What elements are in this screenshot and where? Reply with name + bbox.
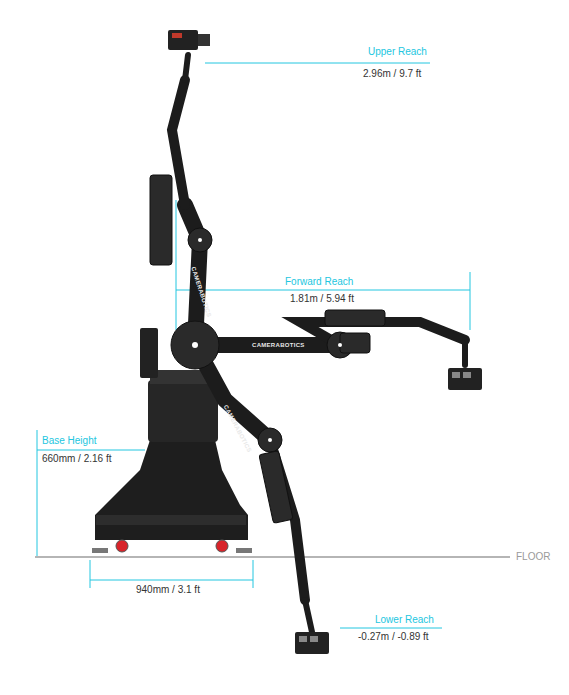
dimension-value: -0.27m / -0.89 ft: [358, 631, 429, 643]
dimension-value: 660mm / 2.16 ft: [42, 453, 111, 465]
dimension-value: 940mm / 3.1 ft: [136, 584, 200, 596]
dimension-value: 1.81m / 5.94 ft: [290, 293, 354, 305]
dimension-title: Base Height: [42, 435, 96, 447]
dimension-title: Upper Reach: [368, 46, 427, 58]
brand-logo: CAMERABOTICS: [252, 342, 305, 349]
floor-label: FLOOR: [516, 551, 550, 563]
dimension-title: Forward Reach: [285, 276, 353, 288]
dimension-value: 2.96m / 9.7 ft: [363, 68, 421, 80]
dimension-title: Lower Reach: [375, 614, 434, 626]
